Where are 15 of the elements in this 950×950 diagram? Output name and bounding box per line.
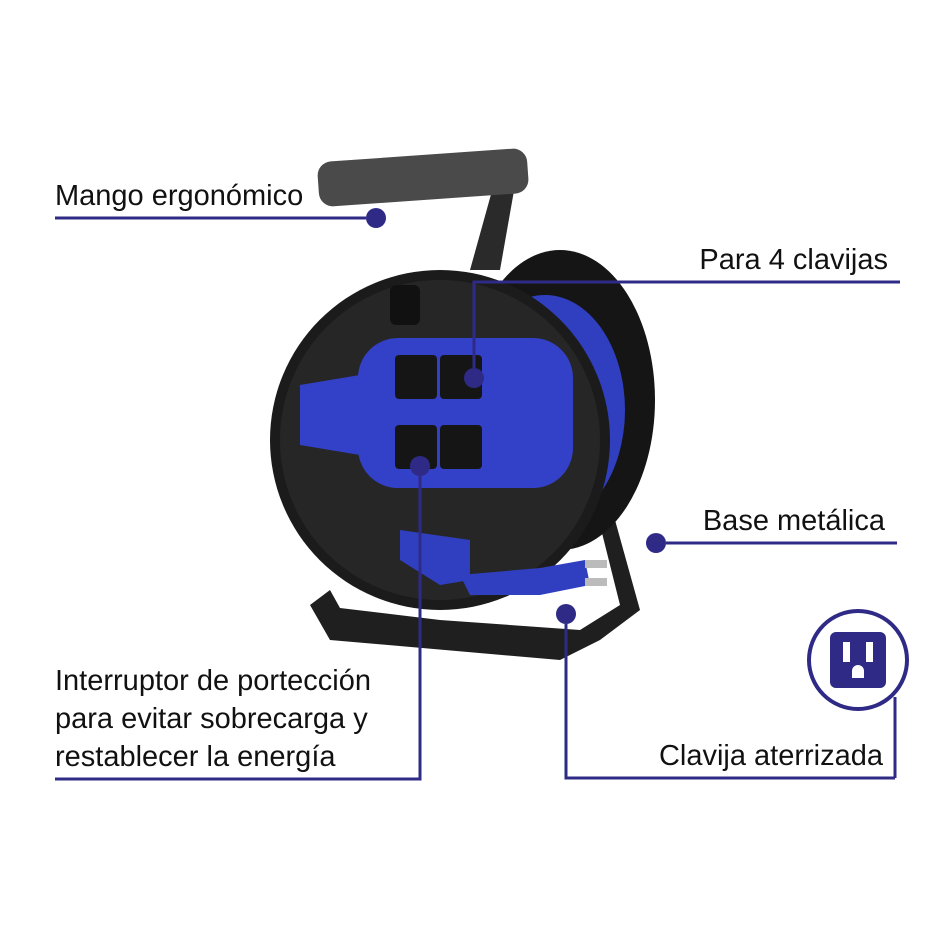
leader-dot xyxy=(366,208,386,228)
callout-text: Mango ergonómico xyxy=(55,177,365,215)
leader-dot xyxy=(646,533,666,553)
leader-line xyxy=(894,697,896,778)
leader-line xyxy=(472,280,900,368)
outlet-icon xyxy=(806,608,910,712)
leader-dot xyxy=(556,604,576,624)
callout-text: Para 4 clavijas xyxy=(480,241,900,279)
leader-line xyxy=(55,216,366,220)
leader-line xyxy=(55,476,422,780)
callout-text: Clavija aterrizada xyxy=(566,737,895,775)
leader-line xyxy=(564,624,895,780)
leader-line xyxy=(666,542,897,544)
callout-text: Interruptor de portección para evitar sobrecarga y restablecer la energía xyxy=(55,662,390,776)
callout-text: Base metálica xyxy=(670,502,897,540)
